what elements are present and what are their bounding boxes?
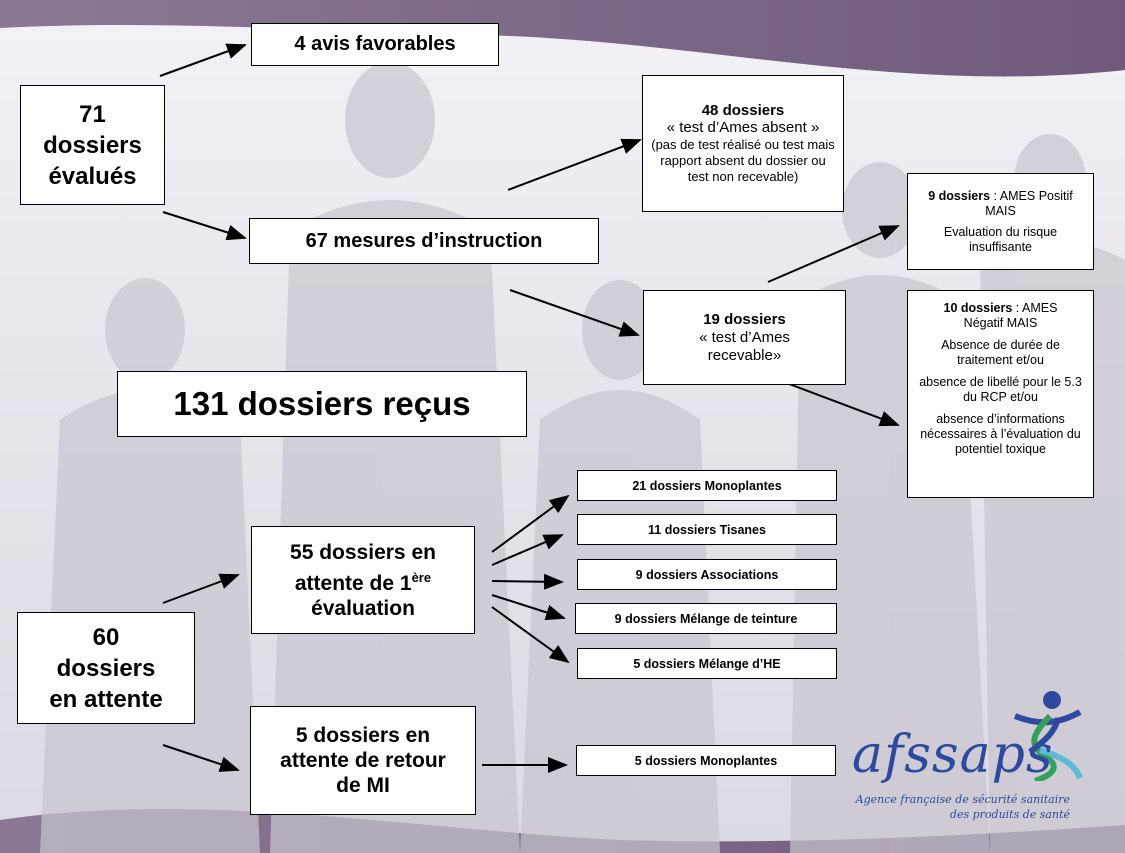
box-71-line3: évalués xyxy=(48,162,137,190)
box-55-line2-text: attente de 1 xyxy=(294,571,412,595)
box-60-line3: en attente xyxy=(49,685,163,713)
box-67-mesures: 67 mesures d’instruction xyxy=(249,218,599,264)
box-19-line3: recevable» xyxy=(707,346,782,364)
box-55-line2: attente de 1ère xyxy=(295,565,431,596)
list-monoplantes-21: 21 dossiers Monoplantes xyxy=(577,470,837,501)
list-tisanes: 11 dossiers Tisanes xyxy=(577,514,837,545)
top-band xyxy=(0,0,1125,77)
box-55-superscript: ère xyxy=(411,569,432,585)
box-48-dossiers: 48 dossiers « test d’Ames absent » (pas … xyxy=(642,75,844,212)
box-48-subtitle: « test d’Ames absent » xyxy=(666,118,820,136)
list-associations: 9 dossiers Associations xyxy=(577,559,837,590)
box-19-dossiers: 19 dossiers « test d’Ames recevable» xyxy=(643,290,846,385)
box-10-line2: Négatif MAIS xyxy=(963,316,1038,330)
box-48-detail: (pas de test réalisé ou test mais rappor… xyxy=(651,136,835,184)
box-60-line1: 60 xyxy=(92,623,120,651)
box-10-rest: : AMES xyxy=(1012,301,1058,315)
box-5-line1: 5 dossiers en xyxy=(295,724,431,747)
box-71-dossiers-evalues: 71 dossiers évalués xyxy=(20,85,165,205)
box-9-dossiers: 9 dossiers : AMES Positif MAIS Evaluatio… xyxy=(907,173,1094,270)
list-melange-teinture: 9 dossiers Mélange de teinture xyxy=(575,603,837,634)
box-60-dossiers-en-attente: 60 dossiers en attente xyxy=(17,612,195,724)
box-10-p3: absence d’informations nécessaires à l’é… xyxy=(920,412,1081,456)
box-10-bold: 10 dossiers xyxy=(943,301,1013,315)
box-9-line2: MAIS xyxy=(985,203,1016,218)
box-71-line1: 71 xyxy=(79,100,106,128)
list-monoplantes-5: 5 dossiers Monoplantes xyxy=(576,745,836,776)
box-9-bold: 9 dossiers xyxy=(928,188,991,203)
box-71-line2: dossiers xyxy=(43,131,142,159)
tagline-line1: Agence française de sécurité sanitaire xyxy=(855,793,1070,806)
box-avis-favorables: 4 avis favorables xyxy=(251,23,499,66)
list-melange-he: 5 dossiers Mélange d’HE xyxy=(577,648,837,679)
box-5-dossiers-retour: 5 dossiers en attente de retour de MI xyxy=(250,706,476,815)
box-19-line2: « test d’Ames xyxy=(699,328,790,346)
box-10-dossiers: 10 dossiers : AMES Négatif MAIS Absence … xyxy=(907,290,1094,498)
box-55-dossiers: 55 dossiers en attente de 1ère évaluatio… xyxy=(251,526,475,634)
box-19-title: 19 dossiers xyxy=(703,310,786,328)
box-10-line1: 10 dossiers : AMES xyxy=(944,301,1058,316)
box-10-p2: absence de libellé pour le 5.3 du RCP et… xyxy=(919,375,1082,404)
box-60-line2: dossiers xyxy=(56,654,156,682)
box-9-rest: : AMES Positif xyxy=(990,188,1073,203)
tagline-line2: des produits de santé xyxy=(949,808,1070,821)
box-131-dossiers-recus: 131 dossiers reçus xyxy=(117,371,527,437)
box-9-line3: Evaluation du risque insuffisante xyxy=(943,224,1058,254)
afssaps-logo-tagline: Agence française de sécurité sanitaire d… xyxy=(820,792,1070,822)
box-10-p1: Absence de durée de traitement et/ou xyxy=(941,338,1060,367)
box-55-line3: évaluation xyxy=(311,596,415,620)
box-48-title: 48 dossiers xyxy=(701,101,785,119)
afssaps-logo-wordmark: afssaps xyxy=(852,725,1054,785)
box-5-line3: de MI xyxy=(336,774,390,797)
box-9-line1: 9 dossiers : AMES Positif xyxy=(928,189,1073,204)
box-5-line2: attente de retour xyxy=(280,749,446,772)
box-55-line1: 55 dossiers en xyxy=(290,540,436,564)
afssaps-logo-figure xyxy=(1013,691,1083,781)
